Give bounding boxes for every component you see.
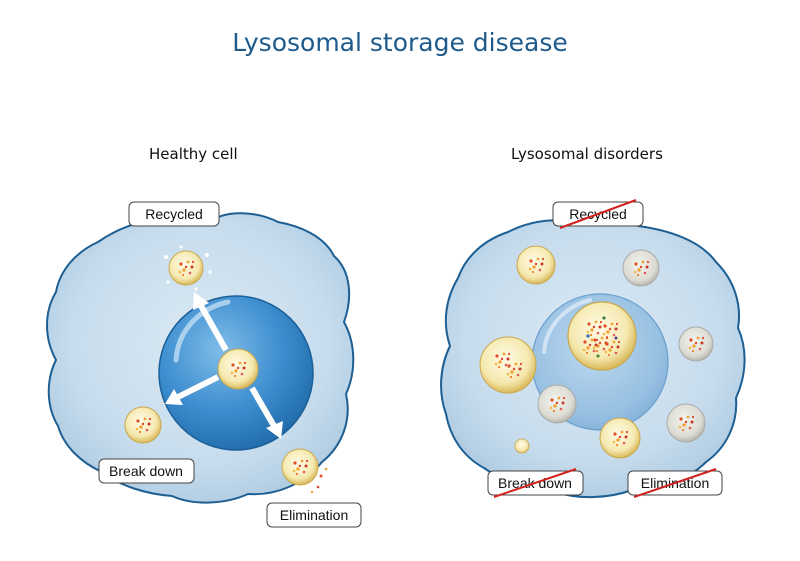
arrow-to-elimination <box>249 386 283 439</box>
disorder-elimination-label: Elimination <box>627 468 723 498</box>
arrow-to-break-down <box>165 374 220 405</box>
page-title: Lysosomal storage disease <box>232 28 568 57</box>
disorder-lysosome-7 <box>599 417 641 459</box>
recycled-lysosome <box>164 245 212 291</box>
break-down-strike <box>493 468 577 498</box>
disorder-break-down-label: Break down <box>487 468 584 498</box>
healthy-cell: Recycled Break down Elimination <box>46 201 362 528</box>
lysosomal-disorders-heading: Lysosomal disorders <box>511 145 663 163</box>
disorder-lysosome-3 <box>479 336 537 394</box>
elimination-lysosome <box>281 448 328 494</box>
disorder-lysosome-2 <box>622 249 660 287</box>
healthy-nucleus-highlight <box>173 299 231 363</box>
break-down-lysosome <box>124 406 162 444</box>
disorder-lysosome-6 <box>666 403 706 443</box>
healthy-break-down-label: Break down <box>98 458 195 484</box>
elimination-strike <box>633 468 717 498</box>
disorder-cell: Recycled Break down Elimination <box>440 199 746 499</box>
healthy-elimination-label: Elimination <box>266 502 362 528</box>
arrow-to-recycled <box>193 292 229 352</box>
svg-text:Recycled: Recycled <box>145 206 203 222</box>
healthy-cell-heading: Healthy cell <box>149 145 238 163</box>
svg-text:Elimination: Elimination <box>280 507 348 523</box>
disorder-nucleus-highlight <box>542 298 592 354</box>
disorder-lysosome-8 <box>514 438 530 454</box>
disorder-recycled-label: Recycled <box>552 199 644 229</box>
svg-text:Break down: Break down <box>109 463 183 479</box>
disorder-lysosome-1 <box>516 245 556 285</box>
disorder-lysosome-4 <box>537 384 577 424</box>
disorder-lysosome-5 <box>678 326 714 362</box>
healthy-recycled-label: Recycled <box>128 201 220 227</box>
disorder-large-lysosome <box>567 301 637 371</box>
healthy-central-lysosome <box>217 348 259 390</box>
recycled-strike <box>559 199 637 229</box>
